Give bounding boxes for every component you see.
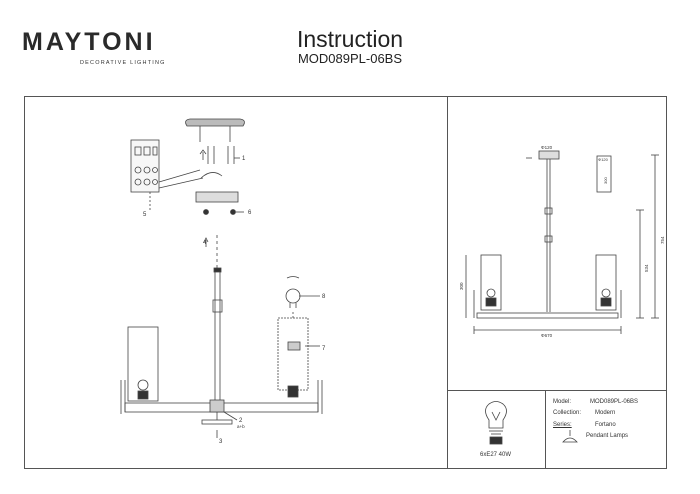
ceiling-plate bbox=[185, 118, 245, 127]
callout-8: 8 bbox=[322, 294, 326, 300]
brand-wordmark: MAYTONI bbox=[22, 28, 156, 56]
info-model-label: Model: bbox=[553, 399, 572, 405]
callout-4: 4 bbox=[203, 240, 207, 246]
callout-2: 2 bbox=[239, 418, 243, 424]
callout-7: 7 bbox=[322, 346, 326, 352]
document-title: Instruction bbox=[296, 26, 404, 52]
info-divider bbox=[545, 390, 546, 469]
info-series-value: Fortano bbox=[595, 422, 616, 428]
dim-canopy: Φ120 bbox=[541, 145, 553, 150]
dim-canopy-small-a: Φ120 bbox=[598, 157, 609, 162]
dim-span: Φ670 bbox=[541, 333, 553, 338]
callout-3: 3 bbox=[219, 439, 223, 445]
dim-total-height: 754 bbox=[660, 236, 665, 244]
dim-body-height: 534 bbox=[644, 264, 649, 272]
panel-divider-vertical bbox=[447, 96, 448, 469]
callout-1: 1 bbox=[242, 156, 246, 162]
info-model-value: MOD089PL-06BS bbox=[590, 399, 639, 405]
info-type-value: Pendant Lamps bbox=[586, 433, 629, 439]
panel-divider-horizontal bbox=[447, 390, 667, 391]
callout-5: 5 bbox=[143, 212, 147, 218]
info-collection-value: Modern bbox=[595, 410, 616, 416]
dim-shade-height: 300 bbox=[459, 282, 464, 290]
brand-logo: MAYTONI DECORATIVE LIGHTING bbox=[22, 28, 172, 72]
drawing-frame bbox=[24, 96, 667, 469]
callout-ab: a+b bbox=[237, 424, 245, 429]
brand-tagline: DECORATIVE LIGHTING bbox=[80, 60, 166, 66]
info-collection-label: Collection: bbox=[553, 410, 582, 416]
info-series-label: Series: bbox=[553, 422, 572, 428]
document-model: MOD089PL-06BS bbox=[297, 51, 403, 66]
bulb-spec: 6xE27 40W bbox=[480, 452, 512, 458]
dim-canopy-small-b: 300 bbox=[603, 177, 608, 184]
callout-6: 6 bbox=[248, 210, 252, 216]
